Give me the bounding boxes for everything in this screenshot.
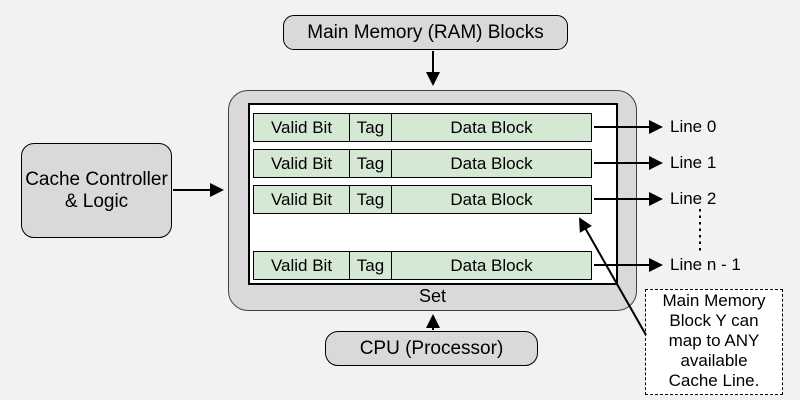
- tag-cell: Tag: [349, 114, 391, 141]
- cache-controller-label-line1: Cache Controller: [25, 168, 168, 190]
- tag-cell: Tag: [349, 150, 391, 177]
- main-memory-label: Main Memory (RAM) Blocks: [307, 21, 544, 43]
- line-label-0: Line 0: [670, 117, 717, 136]
- cache-row-0: Valid Bit Tag Data Block: [253, 113, 592, 142]
- line-label-2: Line 2: [670, 189, 717, 208]
- note-line: Cache Line.: [668, 371, 760, 390]
- cache-controller-label-line2: & Logic: [64, 190, 129, 212]
- cpu-box: CPU (Processor): [325, 331, 538, 366]
- tag-cell: Tag: [349, 186, 391, 213]
- cache-controller-box: Cache Controller & Logic: [21, 143, 172, 238]
- valid-bit-cell: Valid Bit: [270, 189, 333, 209]
- main-memory-box: Main Memory (RAM) Blocks: [283, 15, 568, 50]
- tag-cell: Tag: [349, 252, 391, 279]
- note-line: map to ANY: [668, 331, 760, 350]
- valid-bit-cell: Valid Bit: [270, 153, 333, 173]
- note-line: Block Y can: [669, 311, 759, 330]
- note-line: Main Memory: [662, 291, 766, 310]
- cache-row-n-1: Valid Bit Tag Data Block: [253, 251, 592, 280]
- valid-bit-cell: Valid Bit: [270, 255, 333, 275]
- cpu-label: CPU (Processor): [359, 337, 504, 359]
- mapping-note: Main Memory Block Y can map to ANY avail…: [645, 289, 783, 395]
- data-block-cell: Data Block: [391, 114, 591, 141]
- data-block-cell: Data Block: [391, 150, 591, 177]
- note-line: available: [680, 351, 748, 370]
- line-label-n-1: Line n - 1: [670, 255, 741, 274]
- line-label-1: Line 1: [670, 153, 717, 172]
- data-block-cell: Data Block: [391, 252, 591, 279]
- cache-row-1: Valid Bit Tag Data Block: [253, 149, 592, 178]
- valid-bit-cell: Valid Bit: [270, 117, 333, 137]
- data-block-cell: Data Block: [391, 186, 591, 213]
- set-label: Set: [418, 286, 447, 306]
- cache-row-2: Valid Bit Tag Data Block: [253, 185, 592, 214]
